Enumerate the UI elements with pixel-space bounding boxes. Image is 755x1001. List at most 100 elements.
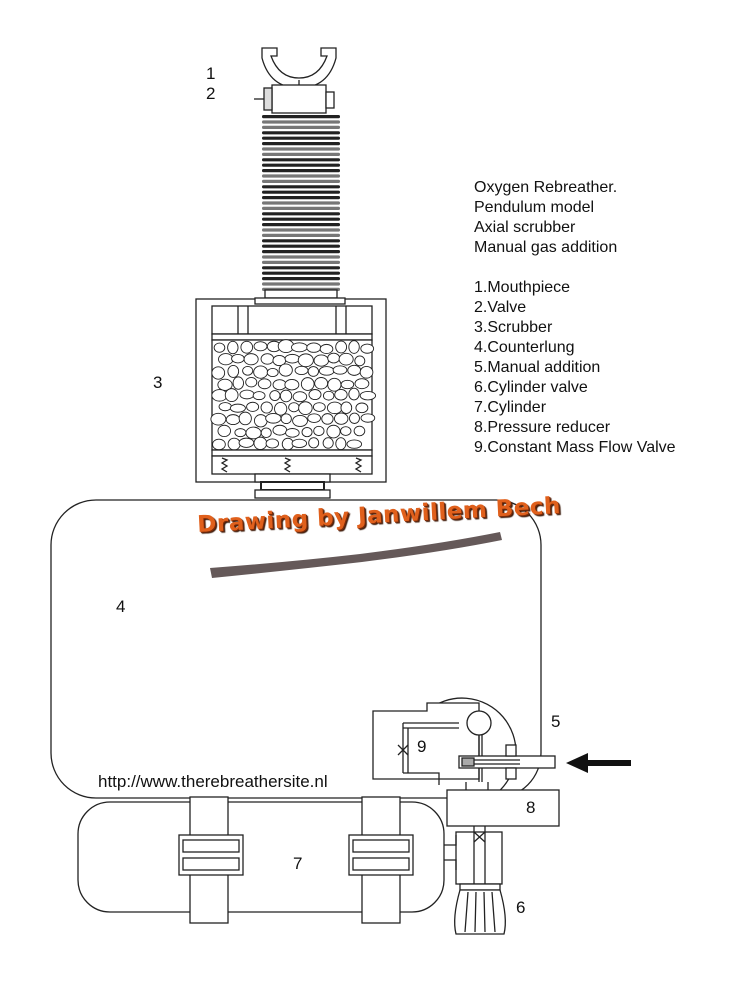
scrubber-granule [334,389,348,401]
scrubber-granule [225,414,241,425]
scrubber-granule [360,343,375,354]
hose-rib [262,163,340,167]
breathing-hose [262,115,340,291]
credit-shadow [210,532,502,578]
scrubber-granule [326,401,343,415]
legend-item: 6.Cylinder valve [474,379,588,396]
callout-6: 6 [516,898,526,917]
scrubber-granule [340,379,355,390]
scrubber-granule [322,390,335,401]
legend-item: 1.Mouthpiece [474,279,571,296]
scrubber-granule [265,438,280,449]
callout-5: 5 [551,712,561,731]
legend-item: 2.Valve [474,299,527,316]
website-url: http://www.therebreathersite.nl [98,772,328,791]
legend: Oxygen Rebreather. Pendulum model Axial … [474,178,676,458]
callout-1: 1 [206,64,216,83]
scrubber-granule [340,426,352,436]
scrubber-granule [253,436,268,450]
scrubber-granule [260,353,275,365]
scrubber-granule [266,367,279,378]
scrubber-granule [288,402,300,413]
scrubber-granule [252,391,266,401]
scrubber-granule [285,428,300,438]
scrubber-granule [321,413,334,425]
hose-rib [262,190,340,194]
hose-rib [262,201,340,205]
title-line: Pendulum model [474,199,595,216]
arrow-icon [566,753,631,773]
scrubber-granule [354,378,370,390]
scrubber-granule [217,424,232,438]
scrubber-granule [326,424,341,439]
hose-rib [262,131,340,135]
scrubber-granule [335,340,348,354]
scrubber-granule [269,390,281,401]
scrubber-granule [349,412,360,424]
scrubber-granule [308,437,320,449]
scrubber-granule [291,438,308,448]
scrubber-granule [274,402,288,416]
hose-rib [262,169,340,173]
hose-rib [262,158,340,162]
scrubber-granule [279,389,293,403]
callout-4: 4 [116,597,126,616]
scrubber-granule [359,365,374,379]
hose-rib [262,174,340,178]
scrubber-granule [210,412,227,426]
mouthpiece [261,47,337,89]
cylinder [77,796,445,924]
scrubber-granule [301,427,313,438]
scrubber-granule [284,353,300,364]
scrubber-granule [246,401,260,412]
scrubber-granule [211,366,226,380]
title-line: Manual gas addition [474,239,618,256]
hose-rib [262,277,340,281]
scrubber-granule [308,389,322,401]
scrubber-granule [272,379,287,391]
hose-rib [262,228,340,232]
hose-rib [262,120,340,124]
hose-rib [262,233,340,237]
scrubber-granule [355,402,369,414]
scrubber-granule [284,378,300,391]
pressure-reducer [446,782,560,827]
scrubber-granule [234,428,247,438]
scrubber-granule [294,365,309,376]
hose-rib [262,115,340,119]
scrubber-granule [333,412,349,425]
scrubber-granule [318,366,335,376]
scrubber-granule [292,391,308,403]
hose-rib [262,217,340,221]
title-line: Oxygen Rebreather. [474,179,618,196]
scrubber-granule [229,403,246,413]
scrubber [195,297,387,499]
scrubber-granule [272,424,288,436]
legend-item: 4.Counterlung [474,339,575,356]
valve [254,84,335,114]
scrubber-granule [260,427,272,438]
scrubber-granule [312,402,326,412]
callout-2: 2 [206,84,216,103]
scrubber-granule [359,390,377,401]
scrubber-granule [242,365,254,376]
scrubber-granule [319,343,334,354]
callout-9: 9 [417,737,427,756]
scrubber-granule [360,413,376,423]
scrubber-granule [238,411,252,426]
scrubber-granule [346,439,363,449]
scrubber-granule [231,353,245,364]
scrubber-granule [335,437,347,451]
scrubber-granule [298,401,313,416]
hose-rib [262,266,340,270]
hose-rib [262,185,340,189]
scrubber-granule [238,437,255,448]
callout-7: 7 [293,854,303,873]
counterlung [50,499,542,799]
manual-addition-assembly [372,697,556,794]
scrubber-granule [253,365,269,379]
scrubber-granule [292,414,308,427]
callout-3: 3 [153,373,163,392]
scrubber-granule [218,402,232,412]
hose-rib [262,250,340,254]
